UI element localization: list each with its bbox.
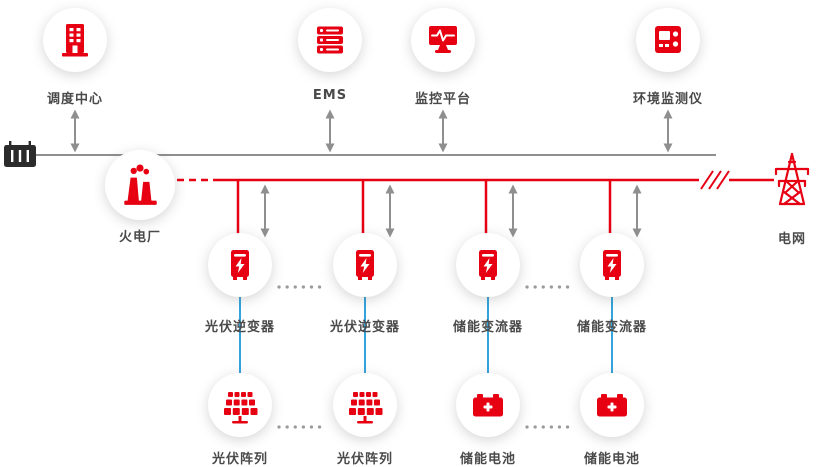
node-label-environment-monitor: 环境监测仪 <box>632 92 704 107</box>
node-label-storage-converter-1: 储能变流器 <box>452 320 524 335</box>
monitor-pulse-icon <box>429 26 457 53</box>
power-meter-icon <box>4 141 36 167</box>
node-thermal-plant <box>105 150 175 220</box>
bus-break-slashes-icon <box>700 170 730 190</box>
thermal-plant-icon <box>124 164 157 205</box>
node-label-storage-battery-1: 储能电池 <box>459 452 517 467</box>
node-storage-converter-1 <box>456 233 520 297</box>
node-label-storage-converter-2: 储能变流器 <box>576 320 648 335</box>
node-pv-inverter-1 <box>208 233 272 297</box>
node-dispatch-center <box>43 8 107 72</box>
sensor-device-icon <box>655 26 681 53</box>
battery-icon <box>597 394 627 417</box>
building-icon <box>62 24 88 57</box>
node-storage-converter-2 <box>580 233 644 297</box>
node-label-pv-array-1: 光伏阵列 <box>211 452 269 467</box>
solar-panel-icon <box>224 392 258 424</box>
node-pv-array-1 <box>208 373 272 437</box>
node-pv-array-2 <box>333 373 397 437</box>
node-storage-battery-1 <box>456 373 520 437</box>
solar-panel-icon <box>349 392 383 424</box>
power-meter-device <box>3 140 37 174</box>
node-label-dispatch-center: 调度中心 <box>46 92 104 107</box>
node-monitor-platform <box>411 8 475 72</box>
node-label-pv-array-2: 光伏阵列 <box>336 452 394 467</box>
inverter-bolt-icon <box>603 250 621 280</box>
node-label-power-grid: 电网 <box>777 232 807 247</box>
transmission-tower-icon <box>774 152 810 206</box>
battery-icon <box>473 394 503 417</box>
node-label-pv-inverter-1: 光伏逆变器 <box>204 320 276 335</box>
node-label-monitor-platform: 监控平台 <box>414 92 472 107</box>
node-storage-battery-2 <box>580 373 644 437</box>
inverter-bolt-icon <box>356 250 374 280</box>
node-power-grid <box>767 150 817 212</box>
node-ems <box>298 8 362 72</box>
inverter-bolt-icon <box>231 250 249 280</box>
node-label-storage-battery-2: 储能电池 <box>583 452 641 467</box>
node-pv-inverter-2 <box>333 233 397 297</box>
server-stack-icon <box>317 26 343 54</box>
node-label-pv-inverter-2: 光伏逆变器 <box>329 320 401 335</box>
node-label-ems: EMS <box>312 88 348 103</box>
node-environment-monitor <box>636 8 700 72</box>
node-label-thermal-plant: 火电厂 <box>118 230 162 245</box>
inverter-bolt-icon <box>479 250 497 280</box>
